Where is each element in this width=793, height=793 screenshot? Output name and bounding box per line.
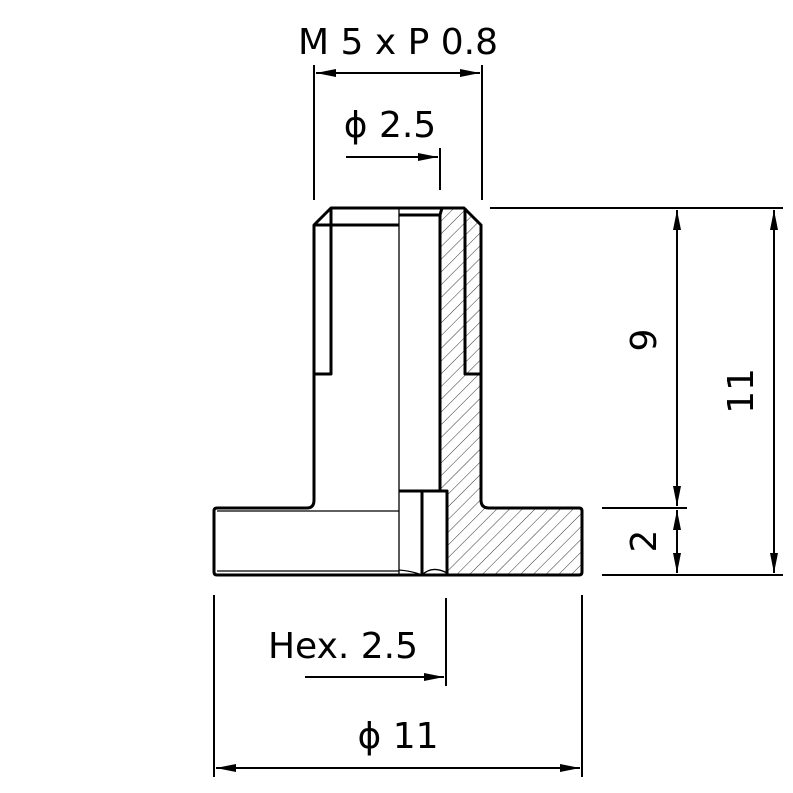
bore-label: ϕ 2.5 xyxy=(344,105,436,146)
total-height-label: 11 xyxy=(721,368,762,414)
flange-diameter-label: ϕ 11 xyxy=(358,716,439,757)
thread-dimension: M 5 x P 0.8 xyxy=(298,22,498,200)
height-dimensions: 9 2 11 xyxy=(490,207,783,576)
bore-dimension: ϕ 2.5 xyxy=(344,105,441,190)
section-hatching xyxy=(440,208,582,575)
thread-label: M 5 x P 0.8 xyxy=(298,22,498,63)
flange-height-label: 2 xyxy=(624,530,665,553)
hex-label: Hex. 2.5 xyxy=(268,626,418,667)
part-outline xyxy=(212,206,584,577)
hex-dimension: Hex. 2.5 xyxy=(268,598,447,686)
shank-height-label: 9 xyxy=(624,329,665,352)
flange-diameter-dimension: ϕ 11 xyxy=(213,595,583,777)
